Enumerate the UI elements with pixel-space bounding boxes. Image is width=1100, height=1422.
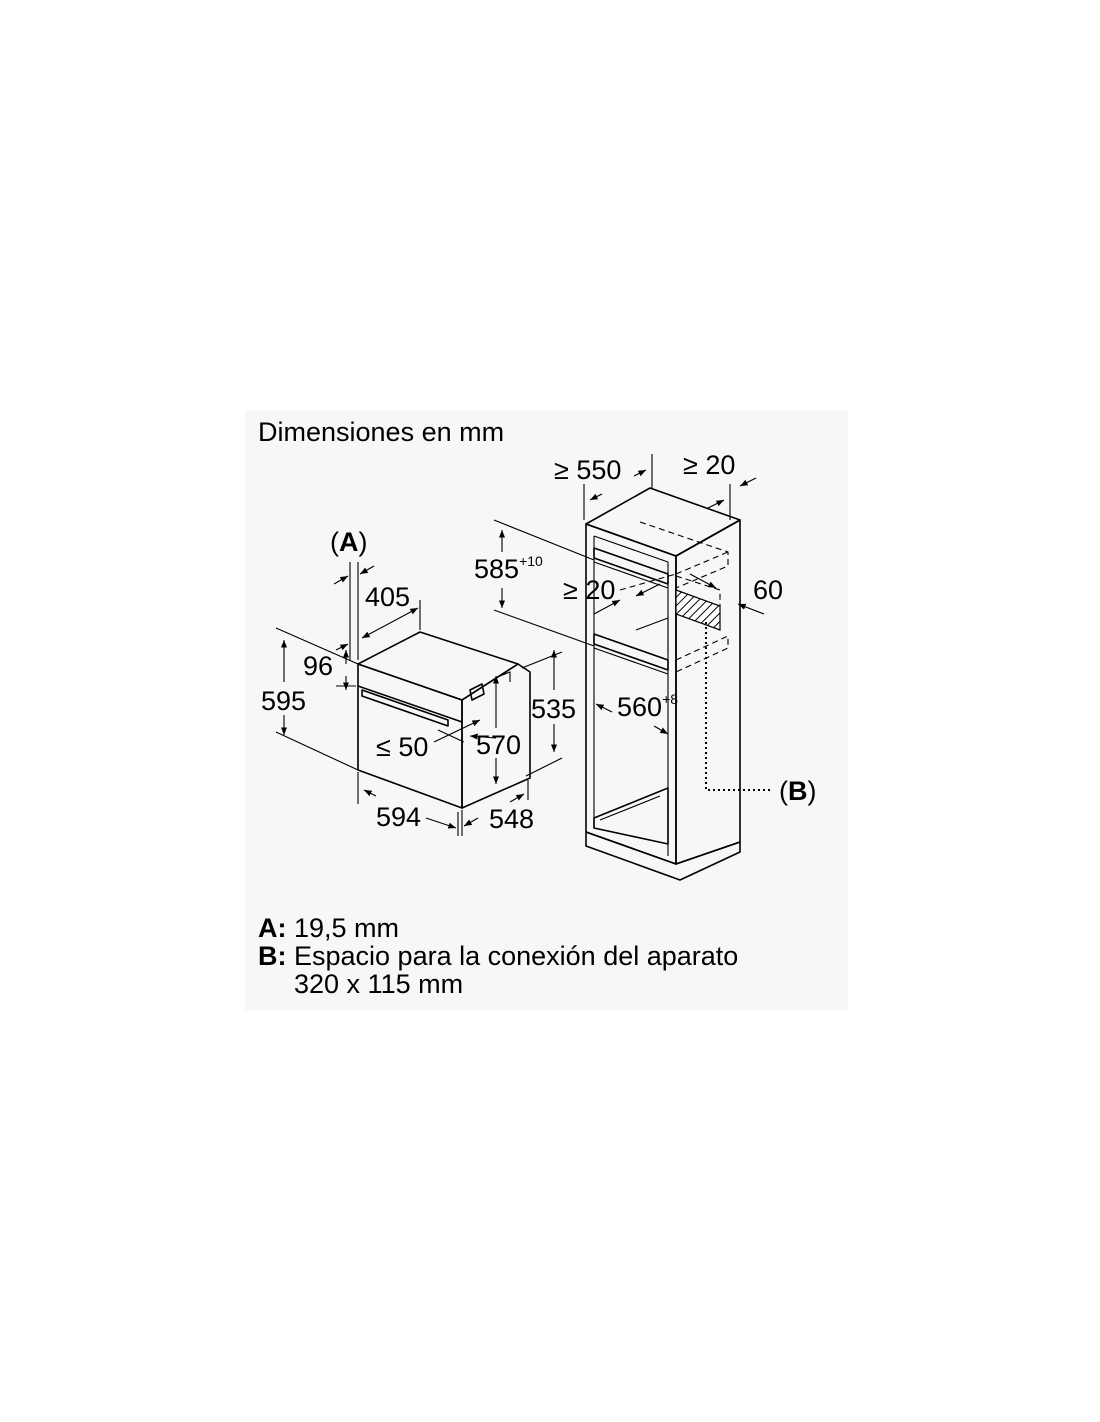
dim-96-label: 96 (303, 651, 333, 681)
dimension-560: 560+8 (595, 691, 678, 735)
dim-594-label: 594 (376, 802, 421, 832)
dim-570-label: 570 (476, 730, 521, 760)
legend-row-a: A: 19,5 mm (258, 914, 818, 942)
legend-row-b: B: Espacio para la conexión del aparato (258, 942, 818, 970)
connection-route (705, 622, 770, 791)
dimension-ge20-top: ≥ 20 (563, 575, 661, 615)
dimension-a-marker: (A) (330, 527, 375, 660)
legend-text-a: 19,5 mm (294, 913, 400, 943)
dimension-b-marker: (B) (779, 776, 817, 806)
oven-drawing (357, 631, 531, 809)
legend-text-b-size: 320 x 115 mm (294, 969, 464, 999)
dimension-96: 96 (303, 650, 356, 690)
dimension-ge20-rear: ≥ 20 (683, 450, 757, 520)
svg-text:585+10: 585+10 (474, 553, 543, 584)
cabinet-drawing (585, 487, 770, 881)
dim-le50-label: ≤ 50 (376, 732, 428, 762)
dimension-le50: ≤ 50 (376, 719, 497, 762)
dimension-60: 60 (689, 573, 783, 615)
dimension-570: 570 (476, 676, 521, 784)
dim-405-label: 405 (365, 582, 410, 612)
cabinet-top (585, 487, 741, 557)
dim-60-label: 60 (753, 575, 783, 605)
oven-top (357, 631, 519, 701)
dim-585-tolerance: +10 (519, 553, 543, 569)
oven-side (461, 663, 531, 809)
legend-key-a: A: (258, 913, 287, 943)
dimension-535: 535 (521, 650, 576, 777)
dim-560-tolerance: +8 (662, 691, 678, 707)
dim-595-label: 595 (261, 686, 306, 716)
dimension-595: 595 (261, 627, 359, 771)
legend: A: 19,5 mm B: Espacio para la conexión d… (258, 914, 818, 998)
legend-key-b: B: (258, 941, 287, 971)
vent-block (675, 589, 721, 631)
dim-548-label: 548 (489, 804, 534, 834)
diagram-title: Dimensiones en mm (258, 417, 504, 447)
cabinet-side (675, 519, 741, 865)
drawing-sheet (245, 410, 848, 1010)
dim-585-label: 585 (474, 554, 519, 584)
dim-560-label: 560 (617, 692, 662, 722)
dimension-405: 405 (361, 582, 421, 639)
legend-row-b-size: 320 x 115 mm (258, 970, 818, 998)
dimension-585: 585+10 (474, 519, 595, 647)
dim-ge550-label: ≥ 550 (554, 455, 621, 485)
dim-535-label: 535 (531, 694, 576, 724)
oven-handle (361, 689, 449, 727)
dim-ge20-rear-label: ≥ 20 (683, 450, 735, 480)
svg-text:(A): (A) (330, 527, 368, 557)
dimension-548: 548 (457, 780, 534, 836)
dimension-594: 594 (357, 772, 463, 836)
dim-ge20-top-label: ≥ 20 (563, 575, 615, 605)
legend-text-b: Espacio para la conexión del aparato (294, 941, 739, 971)
dimension-ge550: ≥ 550 (554, 454, 653, 520)
svg-text:560+8: 560+8 (617, 691, 678, 722)
svg-text:(B): (B) (779, 776, 817, 806)
